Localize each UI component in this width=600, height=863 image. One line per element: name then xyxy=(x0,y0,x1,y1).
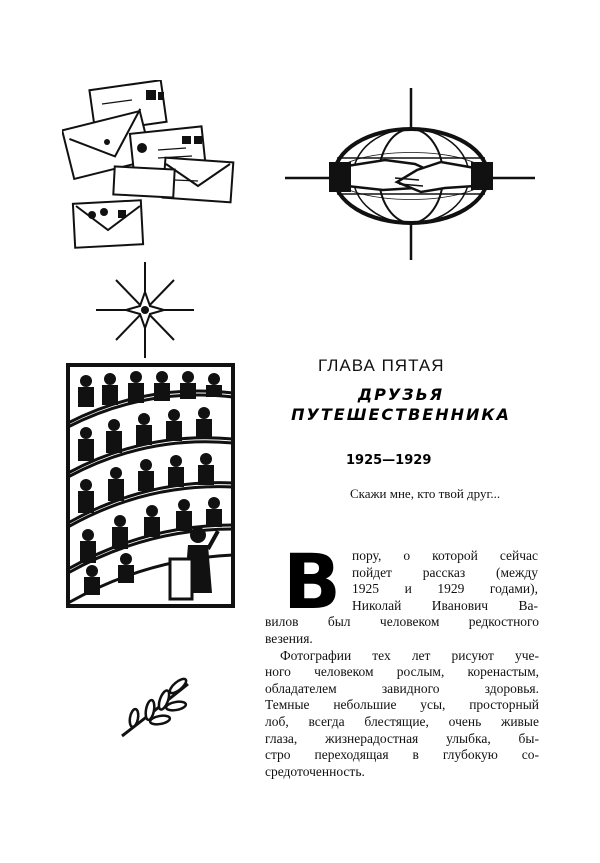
envelopes-icon xyxy=(62,80,235,249)
body-line: обладателем завидного здоровья. xyxy=(265,680,539,696)
compass-star-icon xyxy=(96,262,194,358)
body-line: стро переходящая в глубокую со- xyxy=(265,747,539,763)
body-line: Темные небольшие усы, просторный xyxy=(265,697,539,713)
body-line: пору, о которой сейчас xyxy=(352,548,538,563)
body-line: средоточенность. xyxy=(265,763,365,779)
drop-cap: В xyxy=(283,537,341,626)
chapter-label: ГЛАВА ПЯТАЯ xyxy=(318,356,445,375)
body-line: лоб, всегда блестящие, очень живые xyxy=(265,714,539,729)
chapter-title-line-1: ДРУЗЬЯ xyxy=(357,385,445,404)
body-line: везения. xyxy=(265,631,313,646)
laurel-branch-icon xyxy=(121,677,189,738)
body-line: вилов был человеком редкостного xyxy=(265,614,539,630)
auditorium-speaker-icon xyxy=(66,363,235,608)
handshake-globe-icon xyxy=(285,88,535,260)
body-line: пойдет рассказ (между xyxy=(352,564,538,580)
chapter-years: 1925—1929 xyxy=(346,453,432,468)
body-line: глаза, жизнерадостная улыбка, бы- xyxy=(265,730,539,746)
body-line: 1925 и 1929 годами), xyxy=(352,581,538,597)
chapter-title-line-2: ПУТЕШЕСТВЕННИКА xyxy=(291,405,511,424)
body-line: ного человеком рослым, коренастым, xyxy=(265,664,539,680)
chapter-title: ДРУЗЬЯ ПУТЕШЕСТВЕННИКА xyxy=(266,385,536,425)
epigraph: Скажи мне, кто твой друг... xyxy=(350,486,501,501)
body-line: Фотографии тех лет рисуют учe- xyxy=(280,647,539,663)
body-line: Николай Иванович Ва- xyxy=(352,597,538,613)
